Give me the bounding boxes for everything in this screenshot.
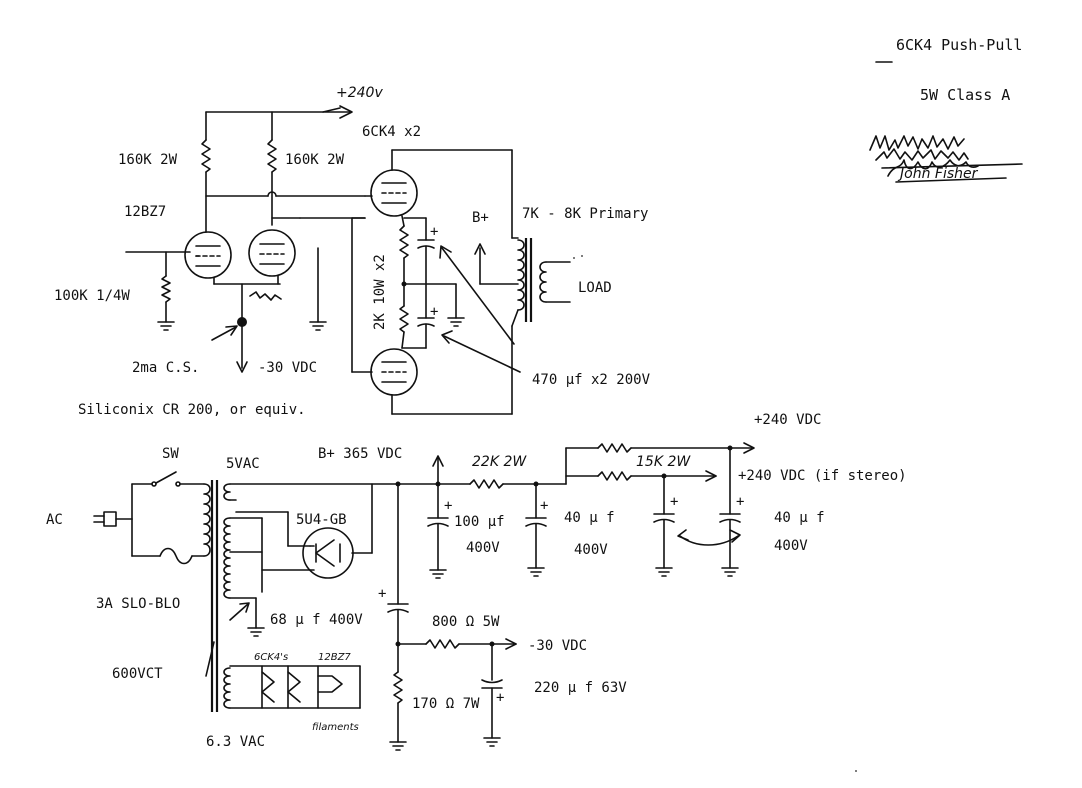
out-240-label: +240 VDC	[754, 412, 821, 428]
signature: John Fisher	[897, 166, 979, 182]
bypass-caps-label: 470 µf x2 200V	[532, 372, 651, 388]
driver-tube-right	[248, 229, 296, 277]
neg-out-label: -30 VDC	[528, 638, 587, 654]
load-label: LOAD	[578, 280, 612, 296]
fil-label-3: filaments	[312, 722, 359, 733]
svg-text:+: +	[378, 586, 386, 602]
cs-part-label: Siliconix CR 200, or equiv.	[78, 402, 306, 418]
plate-resistor-1-label: 160K 2W	[118, 152, 178, 168]
class-text: 5W Class A	[920, 86, 1010, 104]
switch-label: SW	[162, 446, 179, 462]
ac-plug	[93, 511, 133, 527]
ac-label: AC	[46, 512, 63, 528]
b-plus-out-label: B+ 365 VDC	[318, 446, 402, 462]
r-800-label: 800 Ω 5W	[432, 614, 500, 630]
rectifier-tube	[302, 527, 354, 579]
fuse-label: 3A SLO-BLO	[96, 596, 180, 612]
cap-40a-value: 40 µ f	[564, 510, 615, 526]
b-plus-label: B+	[472, 210, 489, 226]
cathode-resistors-label: 2K 10W x2	[372, 254, 388, 330]
svg-text:+: +	[540, 498, 548, 514]
output-tubes-label: 6CK4 x2	[362, 124, 421, 140]
output-tube-bottom	[370, 348, 418, 396]
rect-winding-label: 5VAC	[226, 456, 260, 472]
cap-100-value: 100 µf	[454, 514, 505, 530]
plate-resistor-2-label: 160K 2W	[285, 152, 345, 168]
secondary-label: 600VCT	[112, 666, 163, 682]
output-tube-top	[370, 169, 418, 217]
svg-text:+: +	[430, 224, 438, 240]
cap-68-label: 68 µ f 400V	[270, 612, 363, 628]
signature-scribble: John Fisher	[869, 135, 1023, 183]
supply-label: +240v	[336, 85, 383, 101]
svg-text:+: +	[736, 494, 744, 510]
neg-bias-label: -30 VDC	[258, 360, 317, 376]
driver-tube-left	[184, 231, 232, 279]
cap-40a-volt: 400V	[574, 542, 608, 558]
r-170-label: 170 Ω 7W	[412, 696, 480, 712]
grid-resistor-label: 100K 1/4W	[54, 288, 130, 304]
fil-label-2: 12BZ7	[318, 652, 351, 663]
svg-text:+: +	[444, 498, 452, 514]
svg-text:+: +	[430, 304, 438, 320]
fil-label-1: 6CK4's	[254, 652, 288, 663]
driver-tube-label: 12BZ7	[124, 204, 166, 220]
transformer-label: 7K - 8K Primary	[522, 206, 648, 222]
cap-220-label: 220 µ f 63V	[534, 680, 627, 696]
r-dropper-1-label: 22K 2W	[472, 454, 527, 470]
svg-text:+: +	[670, 494, 678, 510]
rectifier-label: 5U4-GB	[296, 512, 347, 528]
cap-40b-volt: 400V	[774, 538, 808, 554]
svg-text:+: +	[496, 690, 504, 706]
r-dropper-2-label: 15K 2W	[636, 454, 691, 470]
heater-label: 6.3 VAC	[206, 734, 265, 750]
out-240-stereo-label: +240 VDC (if stereo)	[738, 468, 907, 484]
cap-100-volt: 400V	[466, 540, 500, 556]
cap-40b-value: 40 µ f	[774, 510, 825, 526]
current-source-label: 2ma C.S.	[132, 360, 199, 376]
title-text: 6CK4 Push-Pull	[896, 36, 1022, 54]
